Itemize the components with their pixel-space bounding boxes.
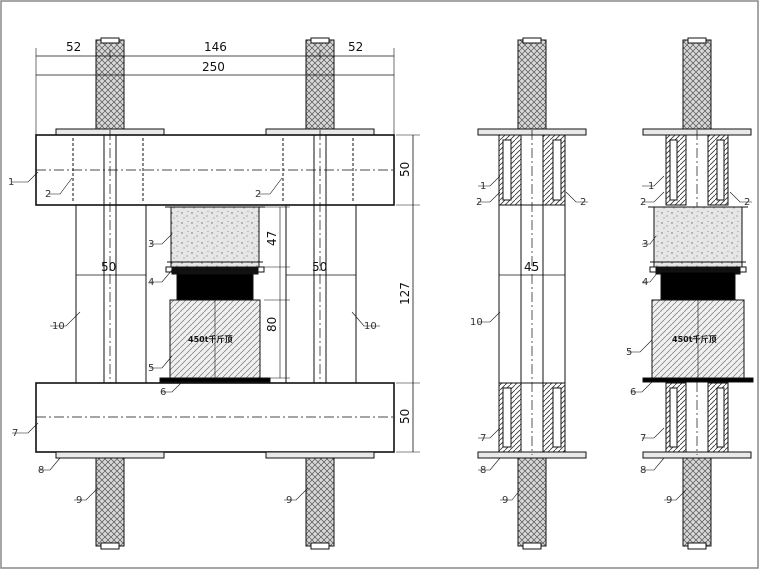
callout-side2-8: 8 — [640, 465, 646, 476]
concrete-specimen — [170, 206, 260, 268]
callout-side2-9: 9 — [666, 495, 672, 506]
side-view-1 — [477, 37, 588, 550]
top-beam — [35, 134, 395, 206]
jack-label-side: 450t千斤顶 — [672, 334, 717, 344]
callout-front-9a: 9 — [76, 495, 82, 506]
dim-50-inner-right: 50 — [312, 260, 327, 274]
callout-front-10a: 10 — [52, 321, 65, 332]
rubber-bearing — [176, 271, 254, 301]
bottom-beam — [35, 382, 395, 453]
jack-label-front: 450t千斤顶 — [188, 334, 233, 344]
bottom-plate-left — [55, 451, 165, 459]
dim-50-top: 50 — [398, 162, 412, 177]
callout-side1-9: 9 — [502, 495, 508, 506]
callout-side2-2b: 2 — [744, 197, 750, 208]
callout-front-1: 1 — [8, 177, 14, 188]
callout-side2-2a: 2 — [640, 197, 646, 208]
callout-side1-8: 8 — [480, 465, 486, 476]
callout-front-2b: 2 — [255, 189, 261, 200]
callout-side2-5: 5 — [626, 347, 632, 358]
callout-front-2a: 2 — [45, 189, 51, 200]
dim-50-bottom: 50 — [398, 409, 412, 424]
callout-side2-3: 3 — [642, 239, 648, 250]
side2-rod-top — [682, 39, 712, 131]
callout-front-10b: 10 — [364, 321, 377, 332]
callout-side1-10: 10 — [470, 317, 483, 328]
dim-50-inner-left: 50 — [101, 260, 116, 274]
callout-front-9b: 9 — [286, 495, 292, 506]
dim-250: 250 — [202, 60, 225, 74]
side2-rod-bottom — [682, 455, 712, 547]
callout-side1-2b: 2 — [580, 197, 586, 208]
callout-side1-1: 1 — [480, 181, 486, 192]
threaded-rod-bottom-left — [95, 455, 125, 547]
callout-front-3: 3 — [148, 239, 154, 250]
bottom-plate-right — [265, 451, 375, 459]
callout-front-4: 4 — [148, 277, 154, 288]
callout-side2-6: 6 — [630, 387, 636, 398]
front-view — [12, 37, 420, 550]
dim-127: 127 — [398, 282, 412, 305]
dim-45: 45 — [524, 260, 539, 274]
dim-52-left: 52 — [66, 40, 81, 54]
callout-front-8: 8 — [38, 465, 44, 476]
callout-side2-7: 7 — [640, 433, 646, 444]
side-view-2 — [628, 37, 754, 550]
callout-front-7: 7 — [12, 428, 18, 439]
dim-52-right: 52 — [348, 40, 363, 54]
callout-front-6: 6 — [160, 387, 166, 398]
dim-146: 146 — [204, 40, 227, 54]
callout-side2-4: 4 — [642, 277, 648, 288]
side1-rod-top — [517, 39, 547, 131]
threaded-rod-bottom-right — [305, 455, 335, 547]
side1-rod-bottom — [517, 455, 547, 547]
callout-side2-1: 1 — [648, 181, 654, 192]
dim-47: 47 — [265, 231, 279, 246]
callout-side1-2a: 2 — [476, 197, 482, 208]
base-plate — [159, 377, 271, 383]
callout-side1-7: 7 — [480, 433, 486, 444]
callout-front-5: 5 — [148, 363, 154, 374]
dim-80: 80 — [265, 317, 279, 332]
